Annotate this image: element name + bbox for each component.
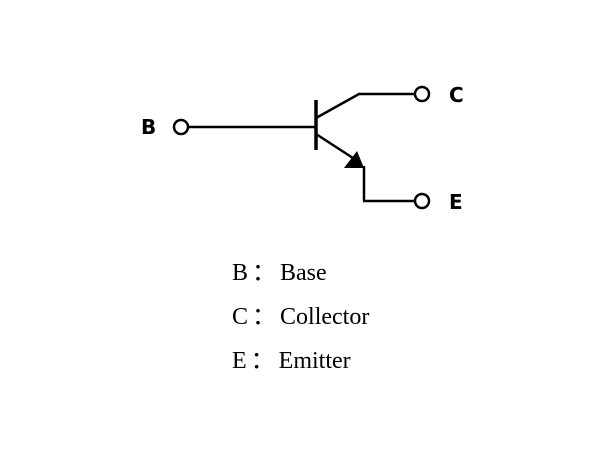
collector-terminal-circle	[413, 85, 431, 103]
collector-pin-label: C	[449, 83, 464, 107]
legend-letter: E	[232, 348, 247, 374]
legend-row-base: B：Base	[232, 256, 369, 300]
emitter-pin-label: E	[449, 190, 463, 214]
legend-name: Emitter	[278, 348, 351, 374]
emitter-arrow-icon	[344, 151, 364, 168]
emitter-diagonal	[315, 132, 357, 162]
emitter-terminal-circle	[413, 192, 431, 210]
emitter-terminal: E	[315, 132, 463, 214]
legend-row-collector: C：Collector	[232, 300, 369, 344]
base-pin-label: B	[141, 115, 156, 139]
legend-separator: ：	[250, 348, 275, 374]
legend-separator: ：	[252, 260, 277, 286]
legend-letter: B	[232, 260, 249, 286]
legend-name: Collector	[280, 304, 370, 330]
collector-diagonal	[315, 92, 360, 120]
legend-row-emitter: E：Emitter	[232, 344, 369, 388]
collector-terminal: C	[315, 83, 464, 120]
legend-name: Base	[280, 260, 327, 286]
legend-separator: ：	[252, 304, 277, 330]
legend: B：Base C：Collector E：Emitter	[232, 256, 369, 388]
base-terminal-circle	[172, 118, 190, 136]
legend-letter: C	[232, 304, 249, 330]
base-terminal: B	[141, 115, 316, 139]
